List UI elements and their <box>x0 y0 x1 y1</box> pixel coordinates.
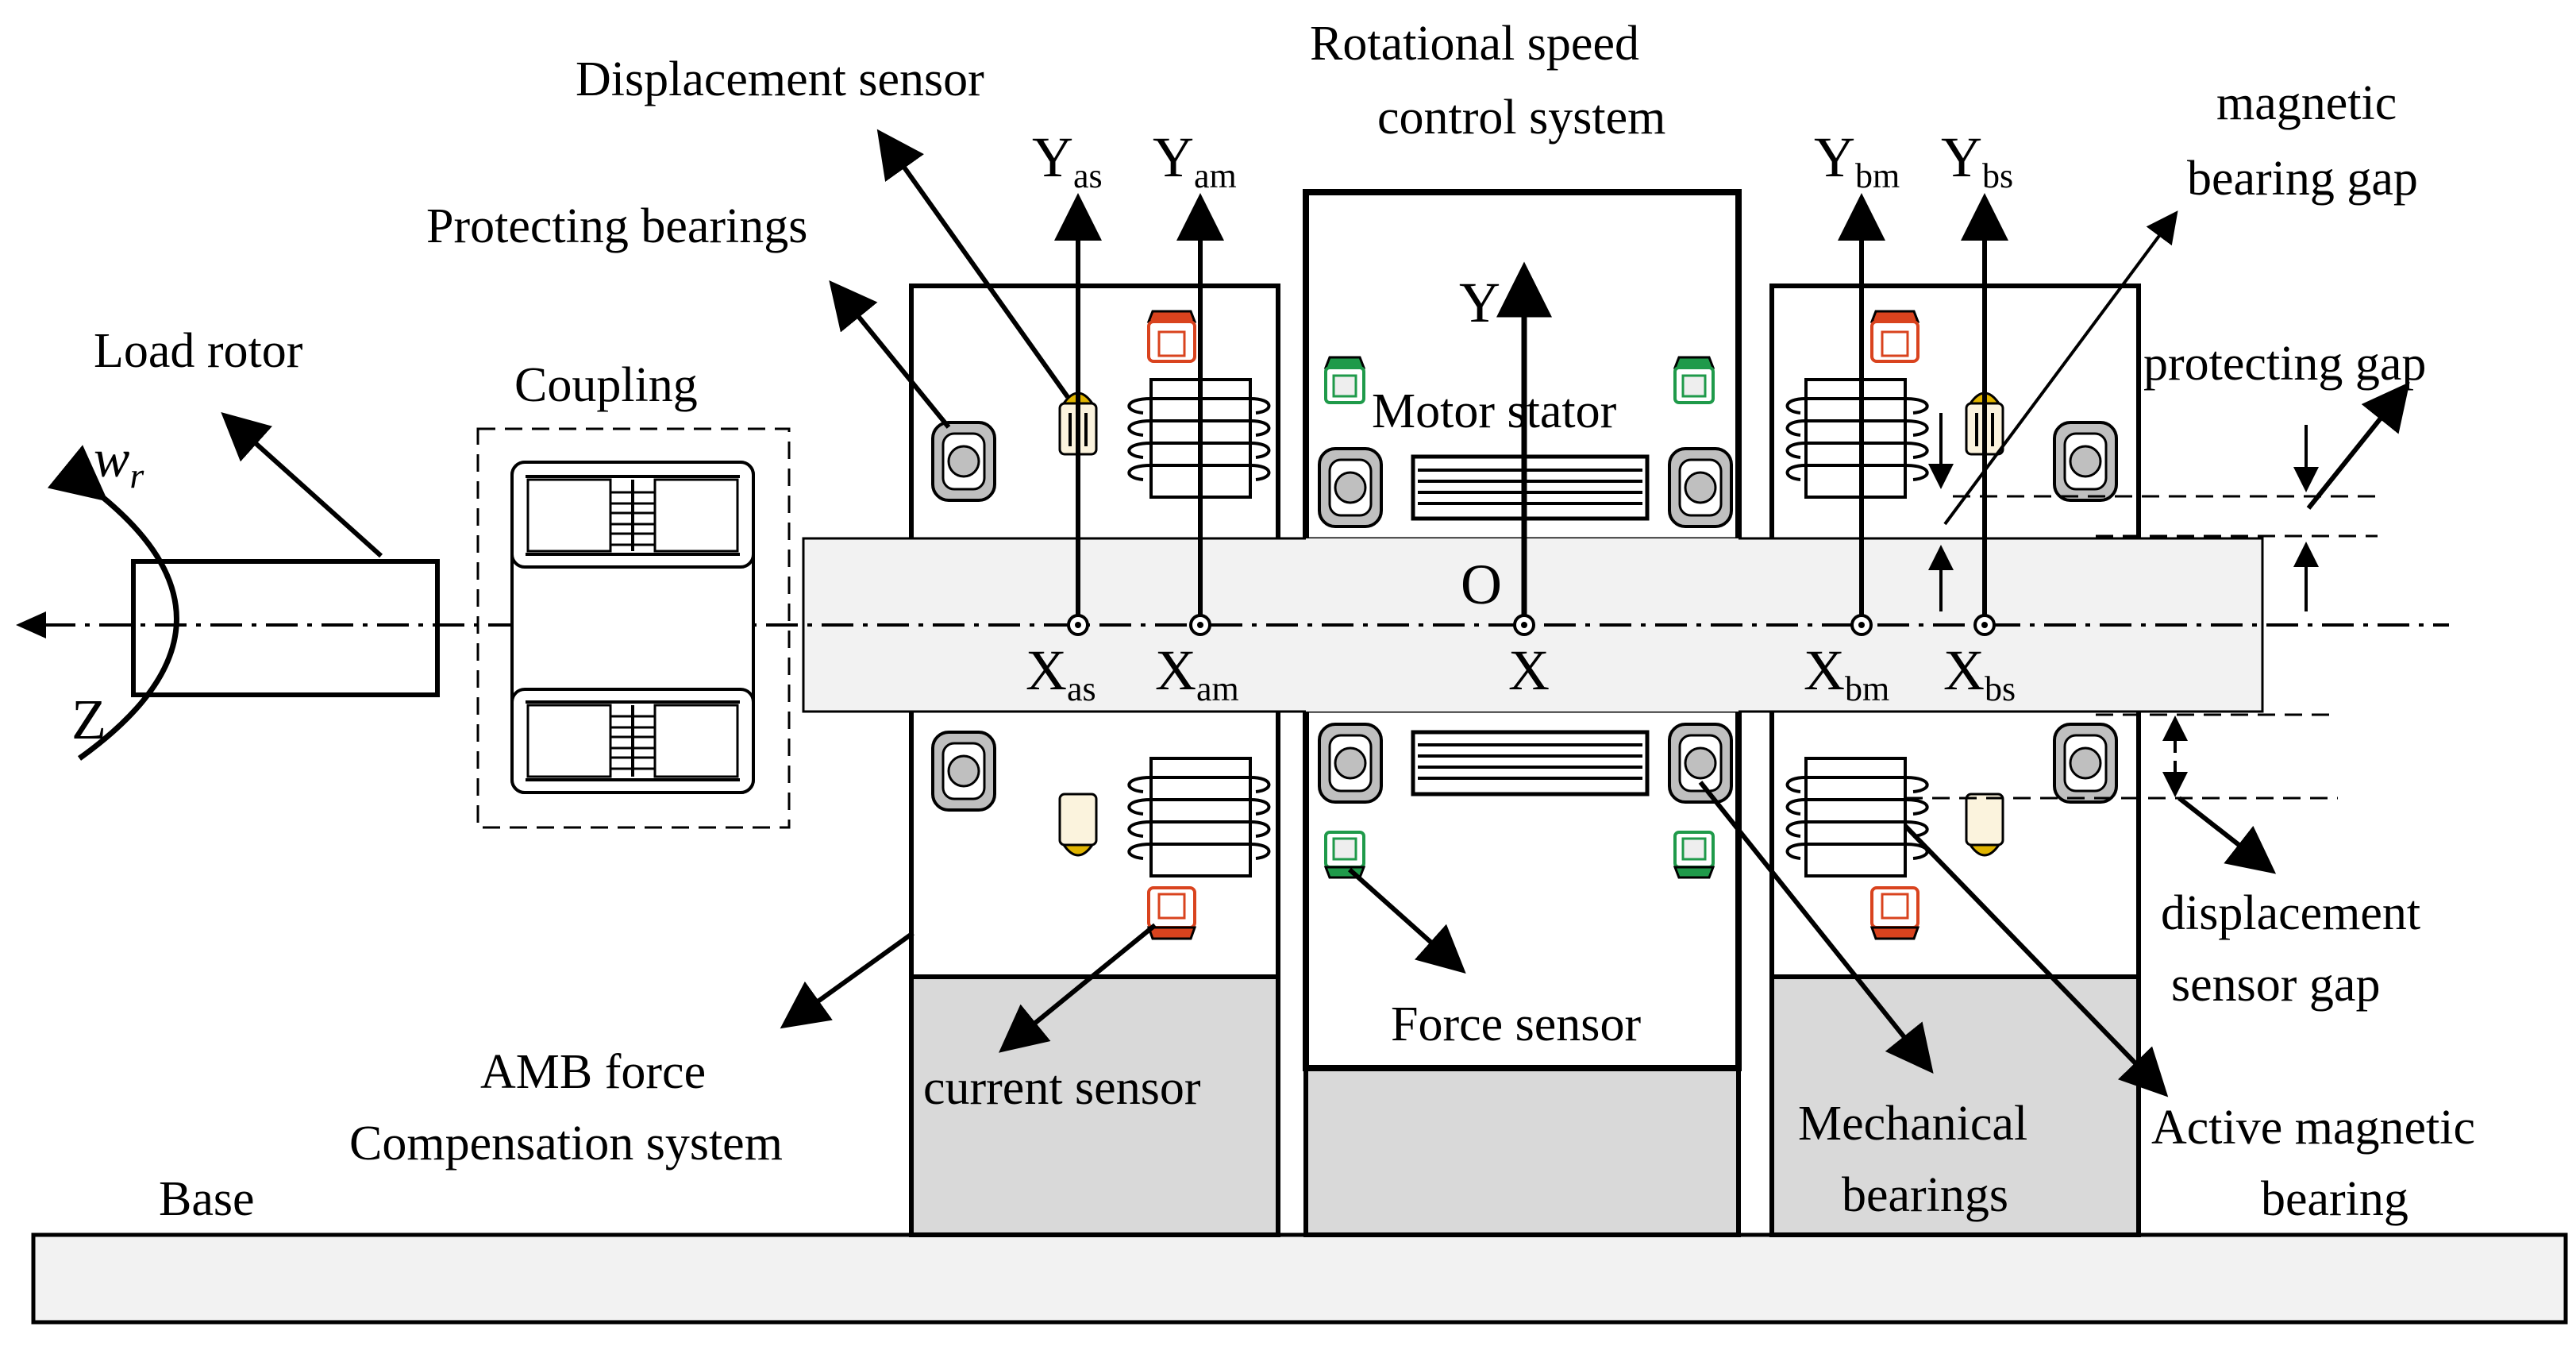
leader-amb-force <box>780 931 914 1029</box>
leader-lines <box>221 129 2410 1097</box>
force-sensor-left-bottom <box>1323 831 1366 879</box>
symbol-y-as: Yas <box>1032 125 1103 195</box>
symbol-x-am: Xam <box>1155 638 1239 708</box>
mechanical-bearing-right-top <box>1668 447 1733 528</box>
electromagnet-coils <box>1127 378 1929 878</box>
symbol-y: Y <box>1459 271 1500 334</box>
leader-displacement-sensor <box>876 129 1070 399</box>
z-axis-arrowhead <box>16 611 46 638</box>
load-rotor <box>131 559 440 697</box>
label-protecting-gap: protecting gap <box>2143 337 2426 391</box>
current-sensor-a-bottom <box>1146 886 1197 940</box>
symbol-wr: wr <box>94 428 144 496</box>
label-mechanical-bearings-2: bearings <box>1842 1168 2008 1222</box>
label-active-magnetic-1: Active magnetic <box>2151 1101 2475 1155</box>
label-force-sensor: Force sensor <box>1391 997 1641 1051</box>
motor-stator-top <box>1411 454 1650 521</box>
leader-active-magnetic-bearing <box>1903 824 2169 1097</box>
symbol-z: Z <box>71 688 106 751</box>
current-sensor-b-bottom <box>1869 886 1920 940</box>
motor-stator-bottom <box>1411 730 1650 796</box>
label-current-sensor: current sensor <box>923 1061 1201 1115</box>
gap-indicators <box>1905 413 2378 800</box>
current-sensor-b-top <box>1869 310 1920 363</box>
leader-displacement-sensor-gap <box>2177 796 2277 874</box>
bearing-elements <box>931 421 2118 812</box>
symbol-x-bs: Xbs <box>1943 638 2016 708</box>
coupling <box>476 427 791 829</box>
symbol-x-bm: Xbm <box>1804 638 1889 708</box>
leader-protecting-gap <box>2306 381 2410 510</box>
label-protecting-bearings: Protecting bearings <box>426 199 807 253</box>
force-sensor-right-top <box>1673 356 1715 404</box>
symbol-x: X <box>1508 638 1550 702</box>
leader-mechanical-bearings <box>1698 781 1934 1074</box>
protecting-bearing-a-top <box>931 421 996 502</box>
mechanical-bearing-right-bottom <box>1668 723 1733 804</box>
label-magnetic-gap-1: magnetic <box>2216 76 2397 130</box>
mechanical-bearing-left-bottom <box>1318 723 1383 804</box>
protecting-bearing-b-bottom <box>2053 723 2118 804</box>
leader-protecting-bearings <box>829 280 951 429</box>
label-active-magnetic-2: bearing <box>2261 1172 2409 1226</box>
label-amb-force-2: Compensation system <box>349 1117 783 1171</box>
symbol-y-bs: Ybs <box>1941 125 2013 195</box>
displacement-sensor-b-bottom <box>1965 793 2004 857</box>
coordinate-axes <box>1054 193 2008 636</box>
rotation-arc <box>47 445 179 761</box>
label-amb-force-1: AMB force <box>480 1045 706 1099</box>
protecting-bearing-a-bottom <box>931 731 996 812</box>
base-plate <box>31 1232 2568 1325</box>
label-mechanical-bearings-1: Mechanical <box>1798 1097 2027 1151</box>
symbol-y-am: Yam <box>1153 125 1237 195</box>
label-disp-sensor-gap-1: displacement <box>2161 886 2420 940</box>
symbol-o: O <box>1461 553 1502 616</box>
label-load-rotor: Load rotor <box>94 324 303 378</box>
label-base: Base <box>159 1172 255 1226</box>
leader-force-sensor <box>1348 867 1466 974</box>
leader-load-rotor <box>221 411 383 558</box>
label-coupling: Coupling <box>514 358 698 412</box>
label-motor-stator: Motor stator <box>1372 384 1617 438</box>
leader-magnetic-bearing-gap <box>1943 210 2178 526</box>
symbol-x-as: Xas <box>1026 638 1096 708</box>
force-sensor-right-bottom <box>1673 831 1715 879</box>
force-sensor-left-top <box>1323 356 1366 404</box>
coil-b-bottom <box>1785 757 1929 878</box>
protecting-bearing-b-top <box>2053 421 2118 502</box>
displacement-sensor-a-bottom <box>1058 793 1098 857</box>
sensors <box>1058 310 2004 940</box>
label-magnetic-gap-2: bearing gap <box>2187 152 2418 206</box>
symbol-y-bm: Ybm <box>1814 125 1900 195</box>
coil-b-top <box>1785 378 1929 499</box>
current-sensor-a-top <box>1146 310 1197 363</box>
mechanical-bearing-left-top <box>1318 447 1383 528</box>
coil-a-bottom <box>1127 757 1271 878</box>
label-disp-sensor-gap-2: sensor gap <box>2171 958 2380 1012</box>
label-rotational-speed-1: Rotational speed <box>1310 17 1639 71</box>
label-displacement-sensor: Displacement sensor <box>576 52 984 106</box>
leader-current-sensor <box>999 923 1157 1053</box>
label-rotational-speed-2: control system <box>1377 91 1665 145</box>
